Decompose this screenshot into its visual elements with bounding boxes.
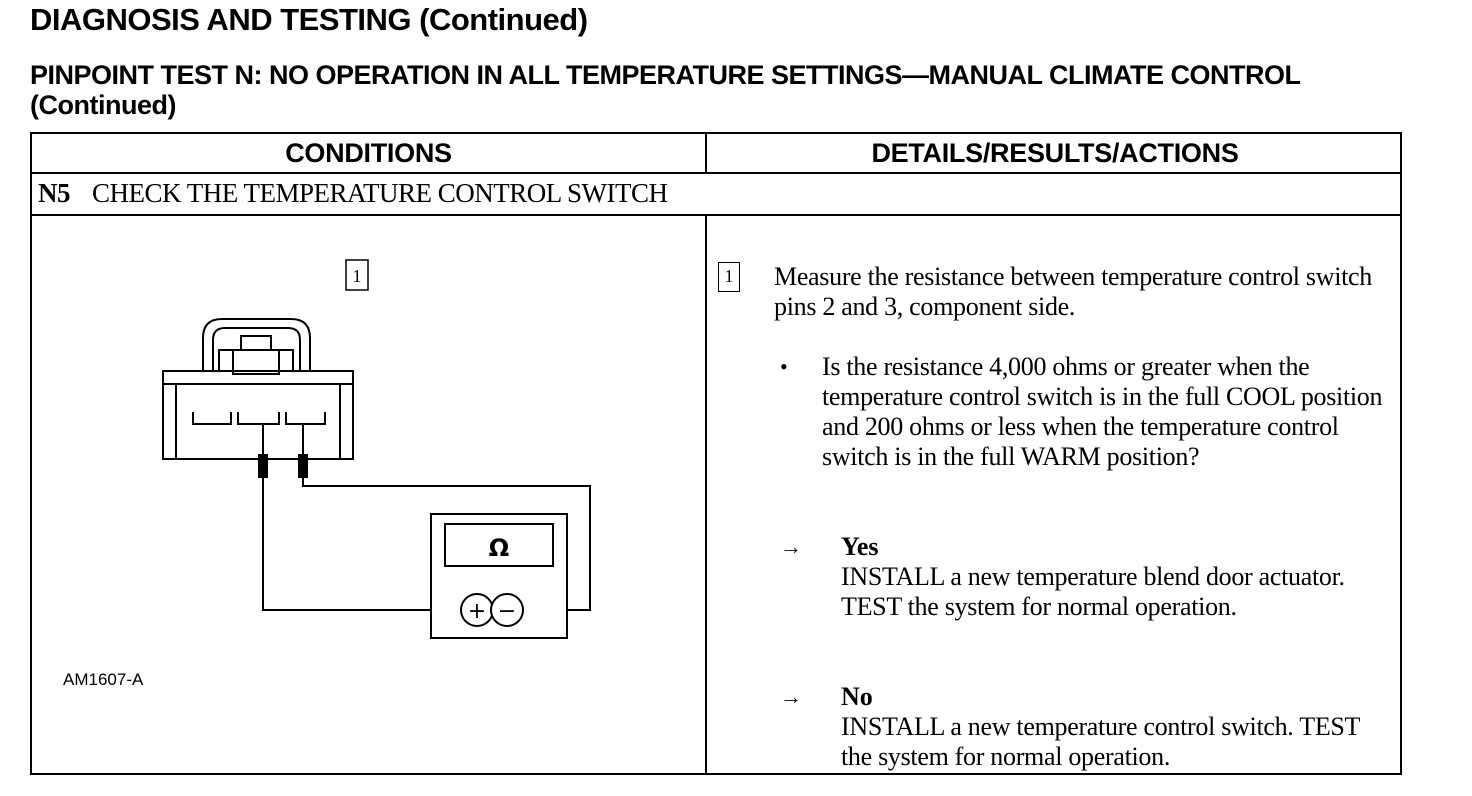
instruction-text: Measure the resistance between temperatu… [774,262,1372,321]
conditions-column-header: CONDITIONS [285,138,452,168]
step-number: N5 [38,178,71,208]
ohmmeter: Ω + − [430,513,568,639]
svg-text:+: + [468,599,486,624]
ohm-symbol: Ω [489,534,509,562]
negative-terminal [490,593,524,627]
diagram-callout-1: 1 [345,259,369,291]
svg-text:1: 1 [353,266,362,286]
details-callout-1: 1 [718,262,740,292]
step-row-divider [32,214,1400,216]
answer-no-label: No [841,682,873,711]
figure-code: AM1607-A [63,670,144,689]
details-cell: 1 Measure the resistance between tempera… [714,218,1399,773]
conditions-cell: 1 [33,218,703,773]
pinpoint-test-title: PINPOINT TEST N: NO OPERATION IN ALL TEM… [30,60,1301,120]
svg-text:−: − [498,599,516,624]
details-column-header: DETAILS/RESULTS/ACTIONS [871,138,1239,168]
test-question: Is the resistance 4,000 ohms or greater … [822,352,1383,471]
body-column-divider [705,214,707,773]
connector-drawing [162,318,354,460]
bullet: • [780,354,788,379]
answer-no-text: INSTALL a new temperature control switch… [841,712,1360,771]
step-row: N5 CHECK THE TEMPERATURE CONTROL SWITCH [38,178,668,209]
resistance-test-diagram: 1 [162,259,591,639]
header-column-divider [705,134,707,172]
header-row-divider [32,172,1400,174]
answer-yes-label: Yes [841,532,879,561]
no-arrow-icon: → [780,684,802,709]
yes-arrow-icon: → [780,534,802,559]
answer-yes-text: INSTALL a new temperature blend door act… [841,562,1345,621]
step-title: CHECK THE TEMPERATURE CONTROL SWITCH [92,178,668,208]
page-title: DIAGNOSIS AND TESTING (Continued) [30,2,588,37]
pinpoint-test-table: CONDITIONS DETAILS/RESULTS/ACTIONS N5 CHE… [30,132,1402,775]
